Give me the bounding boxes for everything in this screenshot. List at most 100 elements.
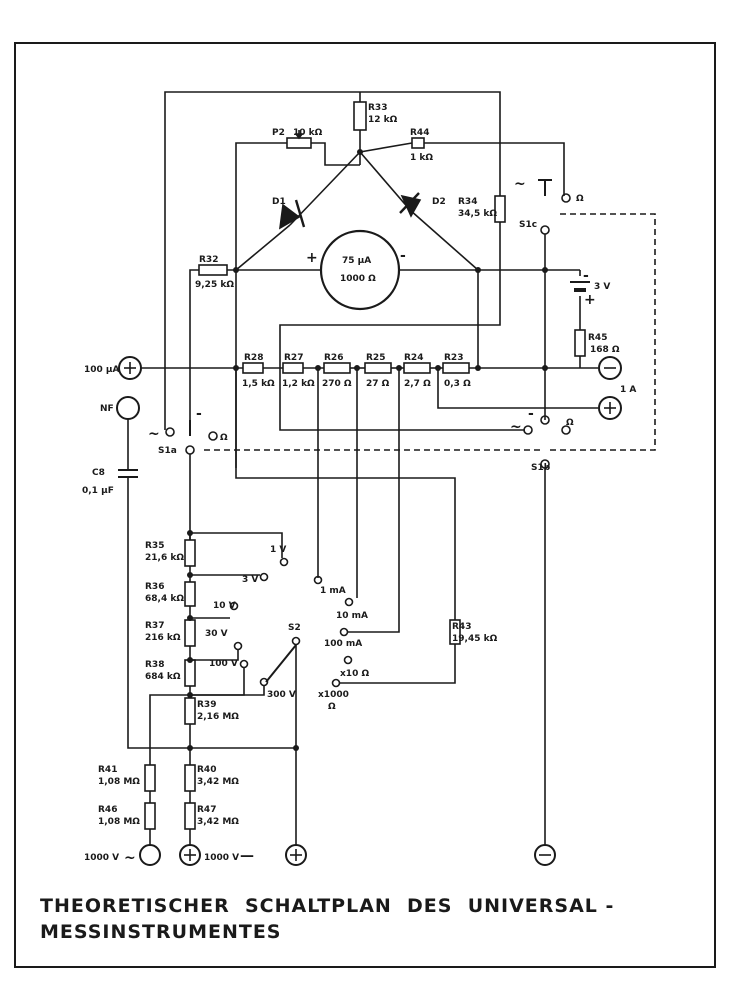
r41-resistor <box>144 764 156 792</box>
range-1v: 1 V <box>270 545 286 555</box>
meter-plus: + <box>306 250 318 266</box>
s1a-label: S1a <box>158 446 177 456</box>
range-30v: 30 V <box>205 629 228 639</box>
d1-label: D1 <box>272 197 286 207</box>
r28-name: R28 <box>244 353 263 363</box>
terminal-1000v-ac[interactable] <box>139 844 161 866</box>
caption-line-1: THEORETISCHER SCHALTPLAN DES UNIVERSAL - <box>40 895 615 917</box>
r45-name: R45 <box>588 333 607 343</box>
r35-value: 21,6 kΩ <box>145 553 184 563</box>
wires-top <box>164 91 581 468</box>
r45-resistor <box>574 329 586 357</box>
s1a-ohm: Ω <box>220 433 228 443</box>
r24-name: R24 <box>404 353 423 363</box>
meter-current: 75 µA <box>342 256 371 266</box>
r28-value: 1,5 kΩ <box>242 379 275 389</box>
r44-resistor <box>411 137 425 149</box>
r43-resistor <box>449 619 461 645</box>
terminal-1000v-dc-label: 1000 V <box>204 853 239 863</box>
terminal-ac-tilde: ~ <box>124 850 136 866</box>
range-1ma: 1 mA <box>320 586 346 596</box>
s1b-label: S1b <box>531 463 551 473</box>
range-100ma: 100 mA <box>324 639 362 649</box>
r23-value: 0,3 Ω <box>444 379 471 389</box>
r46-name: R46 <box>98 805 117 815</box>
s1b-ohm: Ω <box>566 418 574 428</box>
r40-resistor <box>184 764 196 792</box>
r33-value: 12 kΩ <box>368 115 398 125</box>
r45-value: 168 Ω <box>590 345 620 355</box>
s1c-tilde: ~ <box>514 176 526 192</box>
r26-value: 270 Ω <box>322 379 352 389</box>
r27-value: 1,2 kΩ <box>282 379 315 389</box>
battery-value: 3 V <box>594 282 610 292</box>
range-contacts-current[interactable] <box>313 575 354 688</box>
terminal-minus-bottom[interactable] <box>534 844 556 866</box>
s1a-tilde: ~ <box>148 426 160 442</box>
r23-resistor <box>442 362 470 374</box>
range-x1000-ohm: Ω <box>328 702 336 712</box>
range-contacts-voltage[interactable] <box>229 557 301 687</box>
terminal-nf[interactable] <box>116 396 140 420</box>
r41-value: 1,08 MΩ <box>98 777 140 787</box>
r39-resistor <box>184 697 196 725</box>
r33-name: R33 <box>368 103 387 113</box>
r44-value: 1 kΩ <box>410 153 433 163</box>
range-3v: 3 V <box>242 575 258 585</box>
switch-s1c <box>538 179 571 368</box>
r43-name: R43 <box>452 622 471 632</box>
battery-plus: + <box>584 292 596 308</box>
range-10v: 10 V <box>213 601 236 611</box>
battery-3v <box>570 281 590 292</box>
switch-s1b <box>523 415 571 845</box>
range-x10: x10 Ω <box>340 669 369 679</box>
p2-potentiometer <box>286 137 312 149</box>
r35-name: R35 <box>145 541 164 551</box>
terminal-com[interactable] <box>598 356 622 380</box>
r27-resistor <box>282 362 304 374</box>
drawing-frame <box>14 42 716 968</box>
s1a-minus: - <box>196 406 202 422</box>
switch-linkage-1 <box>550 213 656 451</box>
r24-value: 2,7 Ω <box>404 379 431 389</box>
r32-resistor <box>198 264 228 276</box>
range-x1000: x1000 <box>318 690 349 700</box>
r24-resistor <box>403 362 431 374</box>
terminal-1000v-dc[interactable] <box>179 844 201 866</box>
wires-voltage <box>149 532 297 845</box>
r38-name: R38 <box>145 660 164 670</box>
terminal-1a[interactable] <box>598 396 622 420</box>
p2-value: 10 kΩ <box>293 128 323 138</box>
r41-name: R41 <box>98 765 117 775</box>
r32-name: R32 <box>199 255 218 265</box>
range-10ma: 10 mA <box>336 611 368 621</box>
terminal-1000v-ac-label: 1000 V <box>84 853 119 863</box>
r26-resistor <box>323 362 351 374</box>
r38-resistor <box>184 659 196 687</box>
r26-name: R26 <box>324 353 343 363</box>
terminal-plus-bottom[interactable] <box>285 844 307 866</box>
r28-resistor <box>242 362 264 374</box>
r37-name: R37 <box>145 621 164 631</box>
d2-label: D2 <box>432 197 446 207</box>
battery-minus: - <box>583 268 589 284</box>
terminal-100ua[interactable] <box>118 356 142 380</box>
labels: R33 12 kΩ P2 10 kΩ R44 1 kΩ R34 34,5 kΩ … <box>82 103 636 866</box>
s1c-ohm: Ω <box>576 194 584 204</box>
r43-value: 19,45 kΩ <box>452 634 498 644</box>
c8-value: 0,1 µF <box>82 486 114 496</box>
r33-resistor <box>353 101 367 131</box>
r36-resistor <box>184 581 196 607</box>
diagram-caption: THEORETISCHER SCHALTPLAN DES UNIVERSAL -… <box>40 893 700 945</box>
terminal-100ua-label: 100 µA <box>84 365 120 375</box>
r34-value: 34,5 kΩ <box>458 209 497 219</box>
range-300v: 300 V <box>267 690 296 700</box>
r32-value: 9,25 kΩ <box>195 280 234 290</box>
r40-value: 3,42 MΩ <box>197 777 239 787</box>
r34-resistor <box>494 195 506 223</box>
r47-value: 3,42 MΩ <box>197 817 239 827</box>
r37-resistor <box>184 619 196 647</box>
meter-75ua <box>319 229 401 311</box>
r38-value: 684 kΩ <box>145 672 181 682</box>
s1c-label: S1c <box>519 220 537 230</box>
